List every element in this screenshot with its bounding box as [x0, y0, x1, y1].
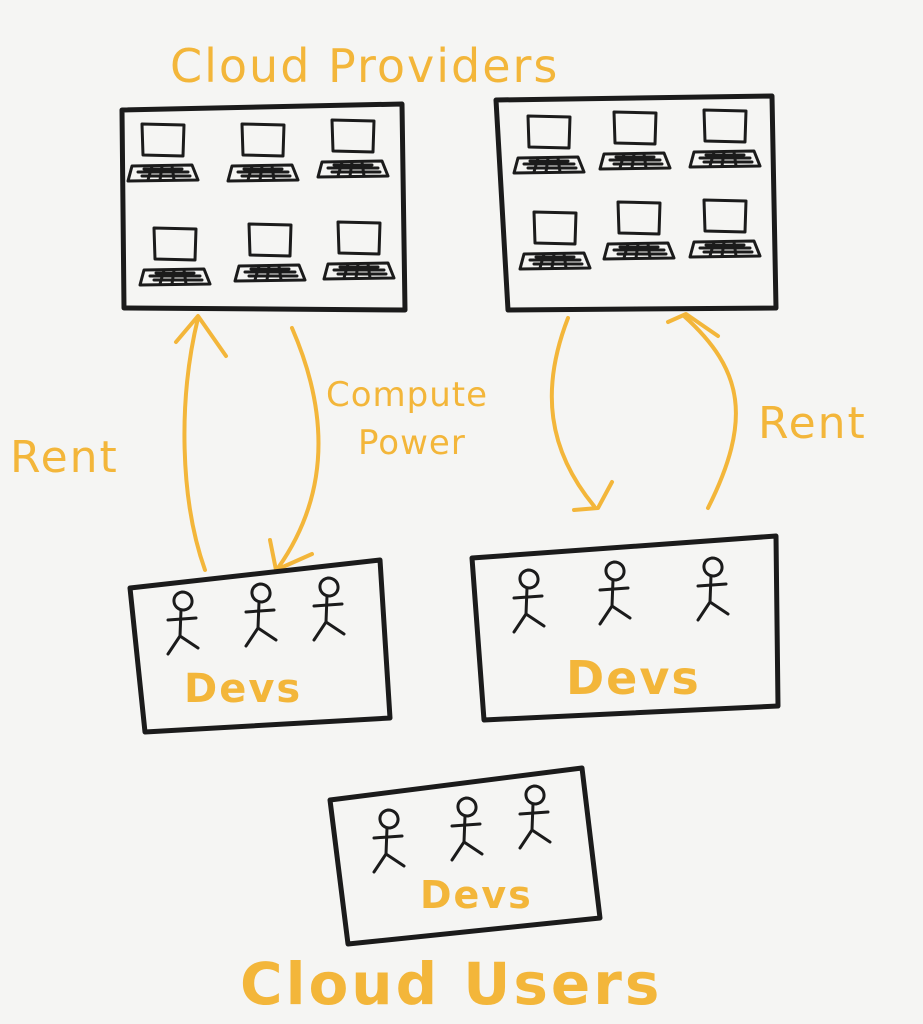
stick-figure-icon [512, 568, 546, 634]
rent-arrow-right [666, 312, 738, 510]
stick-figure-icon [312, 576, 346, 642]
compute-label-line2: Power [358, 423, 466, 463]
stick-figure-icon [696, 556, 730, 622]
compute-label-line1: Compute [326, 375, 488, 415]
top-title: Cloud Providers [170, 39, 559, 93]
provider-box-1 [119, 101, 408, 313]
stick-figure-icon [166, 590, 200, 656]
computer-icon [688, 108, 762, 169]
computer-icon [518, 210, 592, 271]
computer-icon [233, 222, 307, 283]
devs-label-3: Devs [420, 873, 533, 917]
computer-icon [138, 226, 212, 287]
stick-figure-icon [372, 808, 406, 874]
compute-power-arrow-left [268, 326, 321, 572]
stick-figure-icon [598, 560, 632, 626]
computer-icon [316, 118, 390, 179]
stick-figure-icon [244, 582, 278, 648]
bottom-title: Cloud Users [240, 950, 662, 1018]
computer-icon [322, 220, 396, 281]
devs-box-3: Devs [327, 765, 603, 947]
rent-label-left: Rent [10, 432, 119, 483]
compute-power-arrow-right [549, 316, 614, 512]
rent-label-right: Rent [758, 398, 867, 449]
devs-label-1: Devs [184, 666, 302, 712]
computer-icon [126, 122, 200, 183]
rent-arrow-left [174, 314, 228, 572]
computer-icon [226, 122, 300, 183]
provider-box-2 [493, 93, 779, 313]
stick-figure-icon [518, 784, 552, 850]
computer-icon [598, 110, 672, 171]
computer-icon [602, 200, 676, 261]
stick-figure-icon [450, 796, 484, 862]
devs-box-1: Devs [127, 557, 393, 735]
devs-label-2: Devs [566, 651, 701, 705]
devs-box-2: Devs [469, 533, 781, 723]
computer-icon [512, 114, 586, 175]
computer-icon [688, 198, 762, 259]
